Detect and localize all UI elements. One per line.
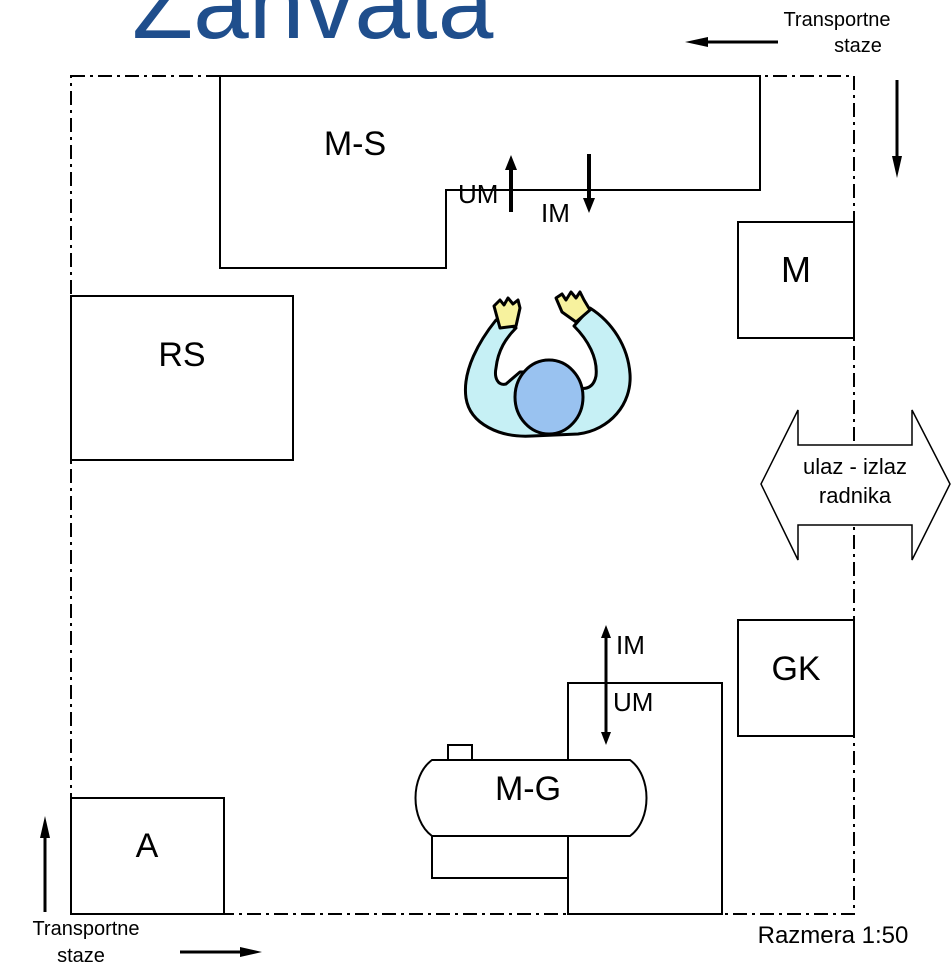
im-bottom-arrowhead <box>601 625 611 638</box>
control-gk-label: GK <box>771 650 820 688</box>
machine-mg-cap <box>447 744 473 761</box>
storage-a-label: A <box>136 827 159 865</box>
transport-top-down-arrowhead <box>892 156 902 178</box>
transport-bottom-label-line1: Transportne <box>32 918 139 940</box>
transport-bottom-label-line2: staze <box>57 945 105 967</box>
machine-ms-label: M-S <box>324 125 386 163</box>
um-bottom-arrowhead <box>601 732 611 745</box>
worker-icon <box>463 290 632 438</box>
transport-bottom-up-arrowhead <box>40 816 50 838</box>
scale-label: Razmera 1:50 <box>758 922 909 949</box>
worker-entry-exit-arrow <box>760 409 951 561</box>
machine-mg-base <box>431 835 569 879</box>
machine-m <box>737 221 855 339</box>
entry-exit-label-line1: ulaz - izlaz <box>803 454 907 479</box>
machine-mg-tank <box>414 759 648 837</box>
machine-mg-label: M-G <box>495 770 561 808</box>
workbench-rs-label: RS <box>158 336 205 374</box>
machine-ms <box>219 75 761 269</box>
im-bottom-label: IM <box>616 630 645 660</box>
um-top-label: UM <box>458 179 498 209</box>
transport-top-label-line1: Transportne <box>783 9 890 31</box>
transport-top-left-arrowhead <box>685 37 708 47</box>
workbench-rs <box>70 295 294 461</box>
control-gk <box>737 619 855 737</box>
worker-left-hand <box>492 296 522 330</box>
im-top-label: IM <box>541 198 570 228</box>
um-top-arrowhead <box>505 155 517 170</box>
worker-right-hand <box>554 290 592 324</box>
um-bottom-label: UM <box>613 687 653 717</box>
transport-bottom-right-arrowhead <box>240 947 262 957</box>
page-title: Zanvata <box>132 0 494 60</box>
storage-a <box>70 797 225 915</box>
transport-top-label-line2: staze <box>834 35 882 57</box>
entry-exit-label-line2: radnika <box>819 483 892 508</box>
machine-m-label: M <box>781 249 811 290</box>
im-top-arrowhead <box>583 198 595 213</box>
